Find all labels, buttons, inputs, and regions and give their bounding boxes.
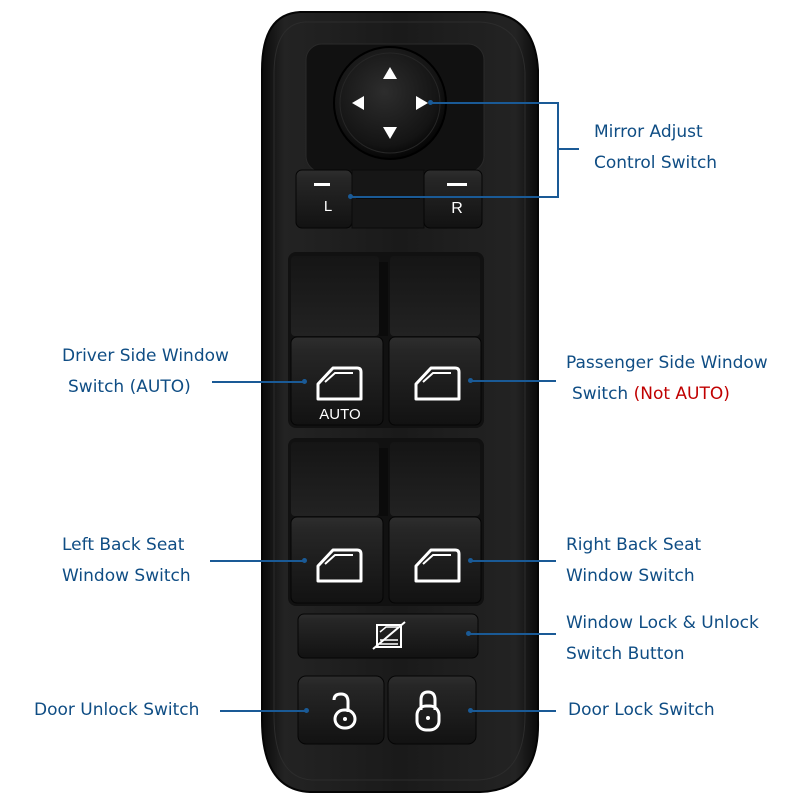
arrow-up-icon bbox=[383, 67, 397, 79]
left-mirror-select-button[interactable]: L bbox=[295, 169, 353, 229]
mirror-control-label: Mirror Adjust Control Switch bbox=[594, 117, 717, 179]
auto-label: AUTO bbox=[319, 406, 360, 423]
right-back-window-label: Right Back Seat Window Switch bbox=[566, 530, 701, 592]
lock-label-line-2: Switch Button bbox=[566, 644, 685, 664]
window-icon bbox=[316, 366, 363, 401]
door-unlock-label: Door Unlock Switch bbox=[34, 695, 199, 726]
door-lock-text: Door Lock Switch bbox=[568, 700, 715, 720]
rear-window-switches bbox=[288, 438, 484, 606]
arrow-right-icon bbox=[416, 96, 428, 110]
mirror-label-line-1: Mirror Adjust bbox=[594, 122, 703, 142]
not-auto-note: (Not AUTO) bbox=[633, 384, 730, 404]
driver-window-label: Driver Side Window Switch (AUTO) bbox=[62, 341, 229, 403]
left-back-window-label: Left Back Seat Window Switch bbox=[62, 530, 191, 592]
left-back-label-line-1: Left Back Seat bbox=[62, 535, 185, 555]
right-mirror-label: R bbox=[451, 200, 463, 217]
window-lock-button[interactable] bbox=[297, 613, 479, 659]
door-unlock-button[interactable] bbox=[297, 675, 385, 745]
window-icon bbox=[414, 366, 461, 401]
window-lock-label: Window Lock & Unlock Switch Button bbox=[566, 608, 759, 670]
driver-label-line-1: Driver Side Window bbox=[62, 346, 229, 366]
left-back-label-line-2: Window Switch bbox=[62, 566, 191, 586]
mirror-section: L R bbox=[295, 43, 485, 229]
mirror-label-line-2: Control Switch bbox=[594, 153, 718, 173]
right-mirror-select-button[interactable]: R bbox=[423, 169, 483, 229]
left-mirror-label: L bbox=[324, 198, 332, 215]
door-lock-button[interactable] bbox=[387, 675, 477, 745]
locked-padlock-icon bbox=[415, 690, 441, 732]
right-back-label-line-1: Right Back Seat bbox=[566, 535, 702, 555]
left-back-window-switch[interactable] bbox=[290, 516, 384, 604]
right-back-label-line-2: Window Switch bbox=[566, 566, 695, 586]
door-lock-label: Door Lock Switch bbox=[568, 695, 715, 726]
mirror-adjust-knob[interactable] bbox=[333, 46, 447, 160]
door-unlock-text: Door Unlock Switch bbox=[34, 700, 200, 720]
window-icon bbox=[316, 548, 363, 583]
passenger-window-label: Passenger Side Window Switch (Not AUTO) bbox=[566, 348, 768, 410]
front-window-switches: AUTO bbox=[288, 252, 484, 428]
passenger-label-prefix: Switch bbox=[572, 384, 634, 404]
driver-window-switch[interactable]: AUTO bbox=[290, 336, 384, 426]
passenger-label-line-2: Switch (Not AUTO) bbox=[566, 379, 768, 410]
driver-label-line-2: Switch (AUTO) bbox=[68, 377, 191, 397]
arrow-left-icon bbox=[352, 96, 364, 110]
window-lockout-icon bbox=[372, 621, 406, 650]
lock-label-line-1: Window Lock & Unlock bbox=[566, 613, 759, 633]
unlocked-padlock-icon bbox=[332, 692, 357, 730]
window-icon bbox=[414, 548, 461, 583]
passenger-label-line-1: Passenger Side Window bbox=[566, 353, 768, 373]
arrow-down-icon bbox=[383, 127, 397, 139]
